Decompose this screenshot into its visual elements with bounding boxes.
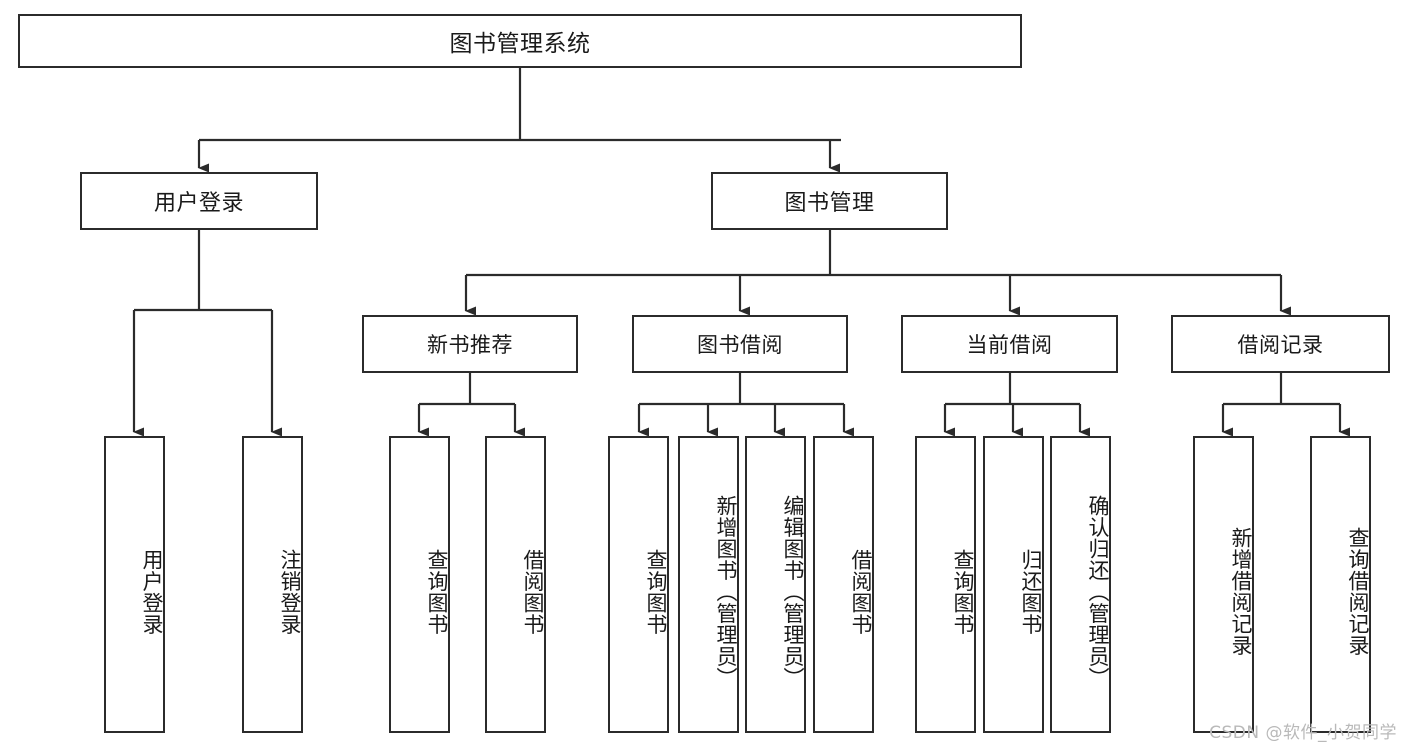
leaf-bb-query-book[interactable]: 查询图书 (608, 436, 669, 733)
leaf-user-login-label: 用户登录 (140, 548, 164, 635)
leaf-cb-return-book-label: 归还图书 (1019, 548, 1043, 635)
leaf-nb-borrow-book-label: 借阅图书 (521, 548, 545, 635)
leaf-nb-query-book-label: 查询图书 (425, 548, 449, 635)
node-borrow-record[interactable]: 借阅记录 (1171, 315, 1390, 373)
watermark-text: CSDN @软件_小贺同学 (1209, 723, 1397, 743)
node-user-login[interactable]: 用户登录 (80, 172, 318, 230)
leaf-br-query-record[interactable]: 查询借阅记录 (1310, 436, 1371, 733)
leaf-cb-return-book[interactable]: 归还图书 (983, 436, 1044, 733)
leaf-bb-borrow-book[interactable]: 借阅图书 (813, 436, 874, 733)
leaf-br-add-record[interactable]: 新增借阅记录 (1193, 436, 1254, 733)
leaf-cb-query-book-label: 查询图书 (951, 548, 975, 635)
leaf-bb-edit-book-admin-label: 编辑图书（管理员） (781, 494, 805, 689)
node-borrow-record-label: 借阅记录 (1237, 333, 1324, 357)
leaf-logout-label: 注销登录 (278, 548, 302, 635)
node-root-label: 图书管理系统 (449, 31, 591, 57)
leaf-bb-add-book-admin-label: 新增图书（管理员） (714, 494, 738, 689)
leaf-br-add-record-label: 新增借阅记录 (1229, 527, 1253, 656)
node-book-borrow[interactable]: 图书借阅 (632, 315, 848, 373)
leaf-cb-confirm-return-admin[interactable]: 确认归还（管理员） (1050, 436, 1111, 733)
node-new-book-recommend[interactable]: 新书推荐 (362, 315, 578, 373)
leaf-bb-add-book-admin[interactable]: 新增图书（管理员） (678, 436, 739, 733)
node-new-book-recommend-label: 新书推荐 (427, 333, 513, 357)
leaf-user-login[interactable]: 用户登录 (104, 436, 165, 733)
node-book-management[interactable]: 图书管理 (711, 172, 948, 230)
leaf-br-query-record-label: 查询借阅记录 (1346, 527, 1370, 656)
node-root-system[interactable]: 图书管理系统 (18, 14, 1022, 68)
leaf-cb-query-book[interactable]: 查询图书 (915, 436, 976, 733)
leaf-cb-confirm-return-admin-label: 确认归还（管理员） (1086, 494, 1110, 689)
node-current-borrow[interactable]: 当前借阅 (901, 315, 1118, 373)
node-book-borrow-label: 图书借阅 (697, 333, 783, 357)
leaf-bb-query-book-label: 查询图书 (644, 548, 668, 635)
leaf-nb-query-book[interactable]: 查询图书 (389, 436, 450, 733)
node-current-borrow-label: 当前借阅 (966, 333, 1053, 357)
leaf-bb-edit-book-admin[interactable]: 编辑图书（管理员） (745, 436, 806, 733)
leaf-nb-borrow-book[interactable]: 借阅图书 (485, 436, 546, 733)
leaf-logout[interactable]: 注销登录 (242, 436, 303, 733)
leaf-bb-borrow-book-label: 借阅图书 (849, 548, 873, 635)
node-book-management-label: 图书管理 (784, 191, 875, 216)
node-user-login-label: 用户登录 (153, 191, 244, 216)
